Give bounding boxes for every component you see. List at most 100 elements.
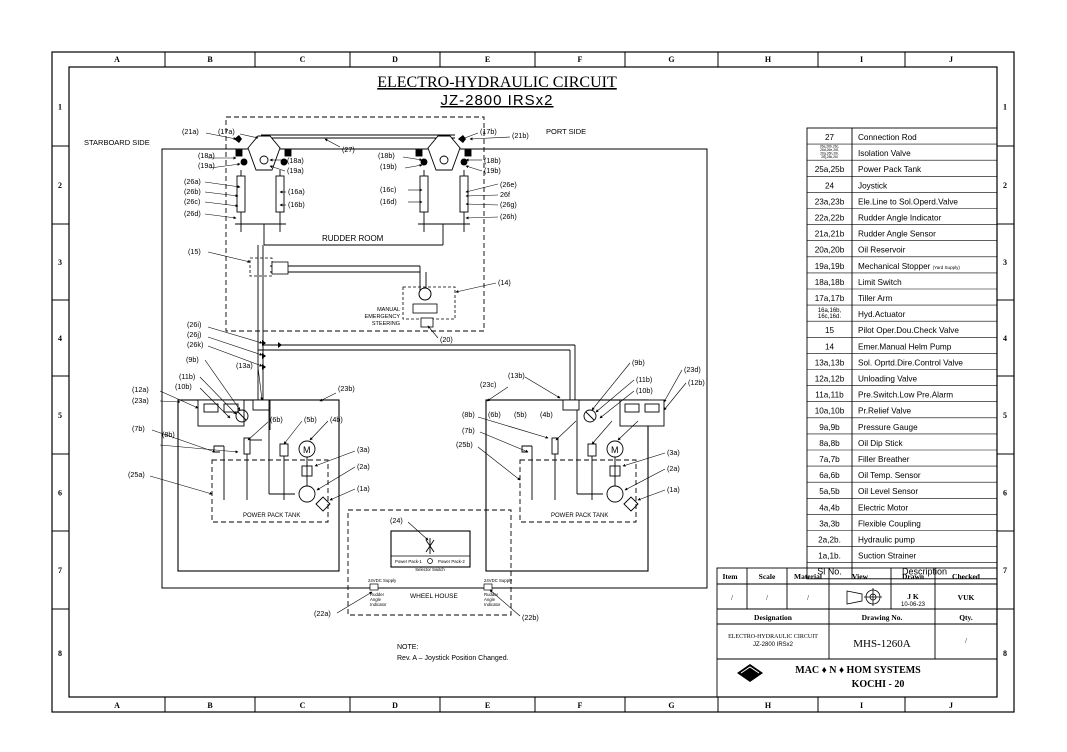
svg-text:Angle: Angle bbox=[370, 597, 382, 602]
parts-item-description: Suction Strainer bbox=[858, 552, 917, 561]
border-row-label: 2 bbox=[1003, 181, 1007, 190]
parts-item-number: 11a,11b bbox=[815, 391, 844, 400]
svg-text:(18b): (18b) bbox=[484, 156, 501, 165]
border-row-label: 7 bbox=[1003, 566, 1007, 575]
border-column-label: C bbox=[300, 701, 306, 710]
svg-text:(26d): (26d) bbox=[184, 209, 201, 218]
parts-item-number: 14 bbox=[825, 342, 835, 351]
parts-item-description: Rudder Angle Indicator bbox=[858, 214, 942, 223]
parts-header-description: Description bbox=[902, 567, 947, 577]
parts-item-number: 1a,1b. bbox=[818, 552, 841, 561]
border-row-label: 8 bbox=[58, 649, 62, 658]
title-block-text: Item Scale Material View Drawn Checked /… bbox=[723, 572, 981, 690]
svg-text:(26e): (26e) bbox=[500, 180, 517, 189]
port-motor-symbol: M bbox=[611, 445, 619, 455]
svg-text:(19b): (19b) bbox=[380, 162, 397, 171]
svg-text:(23d): (23d) bbox=[684, 365, 701, 374]
svg-text:(21a): (21a) bbox=[182, 127, 199, 136]
pilot-check-valve bbox=[271, 261, 289, 275]
svg-text:(16b): (16b) bbox=[288, 200, 305, 209]
svg-text:Rudder: Rudder bbox=[370, 592, 385, 597]
svg-text:(25b): (25b) bbox=[456, 440, 473, 449]
rudder-room-boundary bbox=[225, 116, 485, 332]
svg-text:26f: 26f bbox=[500, 190, 510, 199]
svg-text:(22a): (22a) bbox=[314, 609, 331, 618]
svg-text:(13b): (13b) bbox=[508, 371, 525, 380]
svg-text:24VDC Supply: 24VDC Supply bbox=[368, 578, 397, 583]
vessel-outline bbox=[161, 148, 708, 589]
parts-item-description: Oil Level Sensor bbox=[858, 487, 918, 496]
parts-item-description: Oil Dip Stick bbox=[858, 439, 903, 448]
svg-text:ELECTRO-HYDRAULIC CIRCUIT: ELECTRO-HYDRAULIC CIRCUIT bbox=[728, 634, 818, 640]
svg-text:(11b): (11b) bbox=[636, 375, 652, 384]
parts-item-description: Rudder Angle Sensor bbox=[858, 230, 936, 239]
svg-text:(23a): (23a) bbox=[132, 396, 149, 405]
port-side-label: PORT SIDE bbox=[546, 127, 586, 136]
starboard-side-label: STARBOARD SIDE bbox=[84, 138, 150, 147]
svg-text:KOCHI - 20: KOCHI - 20 bbox=[852, 679, 905, 690]
pilot-check-valve-box bbox=[249, 257, 273, 277]
svg-text:EMERGENCY: EMERGENCY bbox=[365, 314, 401, 320]
drawing-title: ELECTRO-HYDRAULIC CIRCUIT bbox=[377, 74, 617, 91]
svg-text:(15): (15) bbox=[188, 247, 201, 256]
parts-item-description: Oil Reservoir bbox=[858, 246, 906, 255]
border-row-label: 7 bbox=[58, 566, 62, 575]
svg-text:Drawn: Drawn bbox=[902, 572, 925, 581]
port-tank-label: POWER PACK TANK bbox=[551, 513, 608, 519]
parts-item-description: Oil Temp. Sensor bbox=[858, 471, 921, 480]
parts-item-description: Emer.Manual Helm Pump bbox=[858, 342, 952, 351]
border-row-label: 5 bbox=[1003, 411, 1007, 420]
svg-text:(2a): (2a) bbox=[357, 462, 370, 471]
svg-text:(16a): (16a) bbox=[288, 187, 305, 196]
company-logo bbox=[737, 664, 763, 682]
svg-text:/: / bbox=[731, 593, 734, 602]
border-row-label: 5 bbox=[58, 411, 62, 420]
border-row-label: 2 bbox=[58, 181, 62, 190]
border-column-label: D bbox=[392, 701, 398, 710]
border-row-label: 4 bbox=[1003, 334, 1007, 343]
parts-item-number: 18a,18b bbox=[815, 278, 845, 287]
connection-rod bbox=[261, 134, 455, 139]
svg-text:(26c): (26c) bbox=[184, 197, 200, 206]
parts-item-number: 6a,6b bbox=[819, 471, 840, 480]
svg-text:(12b): (12b) bbox=[688, 378, 705, 387]
parts-item-number: 7a,7b bbox=[819, 455, 840, 464]
svg-text:(10b): (10b) bbox=[636, 386, 653, 395]
svg-text:MHS-1260A: MHS-1260A bbox=[853, 638, 911, 650]
parts-item-number: 4a,4b bbox=[819, 503, 840, 512]
svg-text:(24): (24) bbox=[390, 516, 403, 525]
svg-text:(26h): (26h) bbox=[500, 212, 517, 221]
svg-text:24VDC Supply: 24VDC Supply bbox=[484, 578, 513, 583]
svg-text:(19b): (19b) bbox=[484, 166, 501, 175]
svg-text:(11b): (11b) bbox=[179, 372, 195, 381]
selector-switch bbox=[427, 558, 433, 564]
svg-text:(26b): (26b) bbox=[184, 187, 201, 196]
border-column-label: H bbox=[765, 701, 772, 710]
svg-text:(5b): (5b) bbox=[514, 410, 527, 419]
svg-text:(6b): (6b) bbox=[270, 415, 283, 424]
border-column-label: F bbox=[578, 55, 583, 64]
svg-text:(3a): (3a) bbox=[357, 445, 370, 454]
svg-text:(26a): (26a) bbox=[184, 177, 201, 186]
parts-item-description: Hyd.Actuator bbox=[858, 310, 906, 319]
svg-text:(18b): (18b) bbox=[378, 151, 395, 160]
wheel-house-label: WHEEL HOUSE bbox=[410, 593, 458, 600]
svg-text:(7b): (7b) bbox=[132, 424, 145, 433]
callout-leaders bbox=[149, 132, 687, 617]
joystick-console bbox=[390, 530, 471, 568]
parts-item-description: Power Pack Tank bbox=[858, 165, 922, 174]
parts-item-number: 21a,21b bbox=[815, 230, 845, 239]
parts-item-number: 25a,25b bbox=[815, 165, 845, 174]
parts-item-number: 26a,26b,26c,26d,26e,26f,26g,26h,26i,26j,… bbox=[820, 145, 840, 160]
parts-item-number: 8a,8b bbox=[819, 439, 840, 448]
starboard-tank-label: POWER PACK TANK bbox=[243, 513, 300, 519]
border-row-label: 8 bbox=[1003, 649, 1007, 658]
border-column-label: E bbox=[485, 701, 490, 710]
parts-item-number: 3a,3b bbox=[819, 519, 840, 528]
oil-reservoir bbox=[420, 317, 434, 328]
border-row-label: 3 bbox=[1003, 258, 1007, 267]
svg-text:(6b): (6b) bbox=[488, 410, 501, 419]
parts-item-description: Filler Breather bbox=[858, 455, 910, 464]
svg-text:(14): (14) bbox=[498, 278, 511, 287]
